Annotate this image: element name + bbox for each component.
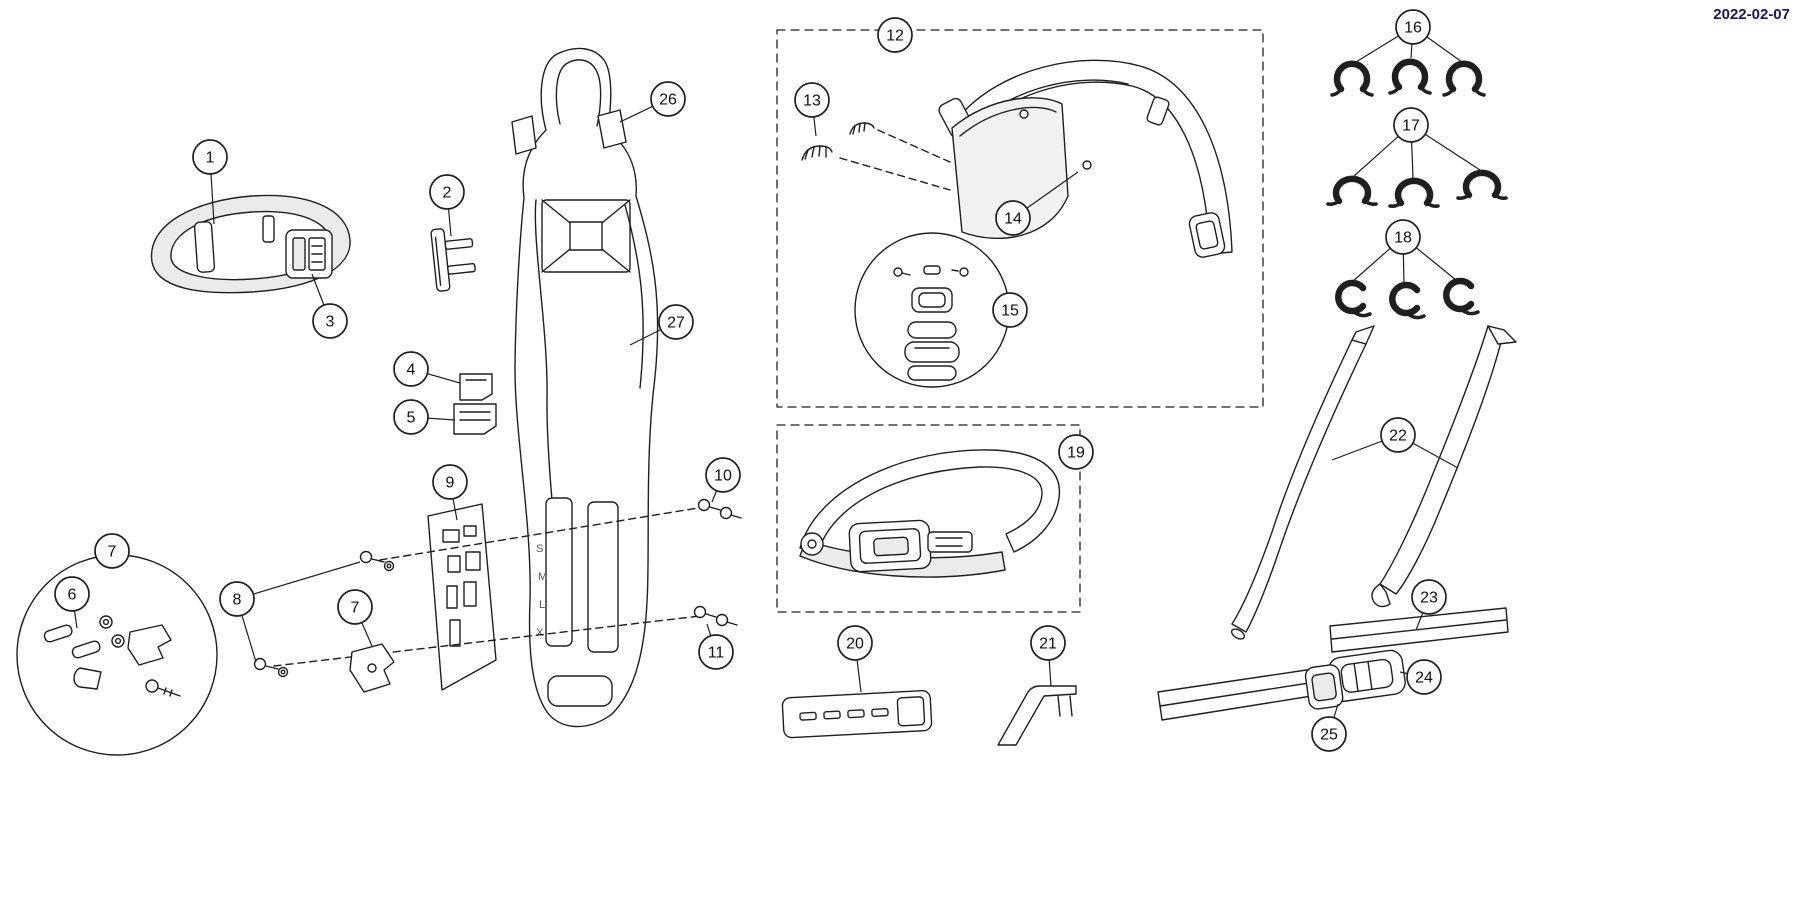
svg-text:7: 7 (108, 544, 117, 561)
callout-11: 11 (698, 634, 734, 670)
hook-bracket-drawing (997, 685, 1077, 746)
svg-text:5: 5 (407, 410, 416, 427)
callout-9: 9 (432, 464, 468, 500)
svg-text:17: 17 (1402, 118, 1420, 135)
callout-20: 20 (837, 625, 873, 661)
svg-text:9: 9 (446, 475, 455, 492)
svg-text:8: 8 (233, 592, 242, 609)
frame-size-marking: L (539, 599, 545, 611)
hardware-detail-circle (16, 554, 218, 756)
callout-15: 15 (992, 292, 1028, 328)
svg-text:11: 11 (708, 645, 725, 662)
callout-4: 4 (393, 351, 429, 387)
callout-2: 2 (429, 174, 465, 210)
callout-19: 19 (1058, 434, 1094, 470)
callout-25: 25 (1311, 716, 1347, 752)
svg-text:23: 23 (1420, 590, 1438, 607)
frame-size-marking: S (536, 543, 543, 555)
svg-text:3: 3 (326, 314, 335, 331)
svg-text:16: 16 (1404, 20, 1422, 37)
callout-16: 16 (1395, 9, 1431, 45)
headband-assembly-box (776, 424, 1081, 613)
svg-text:14: 14 (1004, 211, 1022, 228)
callout-10: 10 (705, 457, 741, 493)
callout-21: 21 (1030, 625, 1066, 661)
callout-18: 18 (1385, 219, 1421, 255)
callout-14: 14 (995, 200, 1031, 236)
callout-27: 27 (658, 304, 694, 340)
callout-6: 6 (54, 576, 90, 612)
screws-left-drawing (253, 550, 395, 678)
callout-23: 23 (1411, 579, 1447, 615)
callout-7: 7 (337, 589, 373, 625)
ladder-buckle-drawing (1304, 649, 1406, 710)
svg-text:12: 12 (886, 28, 904, 45)
svg-text:10: 10 (714, 468, 732, 485)
clip-set-17-drawing (1326, 169, 1508, 208)
callout-24: 24 (1406, 659, 1442, 695)
svg-text:13: 13 (803, 93, 821, 110)
callout-13: 13 (794, 82, 830, 118)
frame-shell-drawing: S M L X (511, 47, 659, 728)
callout-26: 26 (650, 81, 686, 117)
callout-5: 5 (393, 399, 429, 435)
callout-1: 1 (192, 139, 228, 175)
svg-text:1: 1 (206, 150, 215, 167)
svg-text:27: 27 (667, 315, 685, 332)
buckle-detail-circle (854, 232, 1010, 388)
slotted-strap-drawing (781, 690, 933, 739)
svg-text:24: 24 (1415, 670, 1433, 687)
callout-7: 7 (94, 533, 130, 569)
svg-text:26: 26 (659, 92, 677, 109)
svg-text:25: 25 (1320, 727, 1338, 744)
svg-text:21: 21 (1039, 636, 1057, 653)
svg-text:22: 22 (1389, 428, 1407, 445)
callout-22: 22 (1380, 417, 1416, 453)
callout-3: 3 (312, 303, 348, 339)
headgear-assembly-box (776, 29, 1264, 408)
svg-text:19: 19 (1067, 445, 1085, 462)
clip-set-16-drawing (1330, 58, 1486, 97)
svg-text:7: 7 (351, 600, 360, 617)
strap-buckle-drawing (262, 215, 333, 279)
svg-text:2: 2 (443, 185, 452, 202)
callout-17: 17 (1393, 107, 1429, 143)
clip-pair-drawing (453, 373, 497, 435)
screws-lower-right-drawing (693, 605, 738, 627)
callout-12: 12 (877, 17, 913, 53)
small-clamp-drawing (349, 643, 395, 693)
svg-text:18: 18 (1394, 230, 1412, 247)
strap-buckle-assembly-drawing (1157, 607, 1509, 721)
ratchet-buckle-drawing (848, 519, 932, 573)
long-straps-drawing (1230, 325, 1517, 640)
crown-strap-drawing (150, 194, 351, 294)
mounting-plate-drawing (273, 503, 701, 691)
callout-leader-8 (236, 561, 361, 600)
bracket-drawing (430, 228, 476, 292)
screws-upper-right-drawing (697, 498, 742, 520)
clip-set-18-drawing (1335, 277, 1480, 320)
frame-size-marking: M (538, 571, 547, 583)
svg-text:20: 20 (846, 636, 864, 653)
revision-date: 2022-02-07 (1713, 6, 1790, 23)
callout-8: 8 (219, 581, 255, 617)
svg-text:4: 4 (407, 362, 416, 379)
svg-text:6: 6 (68, 587, 77, 604)
frame-size-marking: X (536, 627, 544, 639)
svg-text:15: 15 (1001, 303, 1019, 320)
comb-clips-drawing (801, 122, 875, 161)
